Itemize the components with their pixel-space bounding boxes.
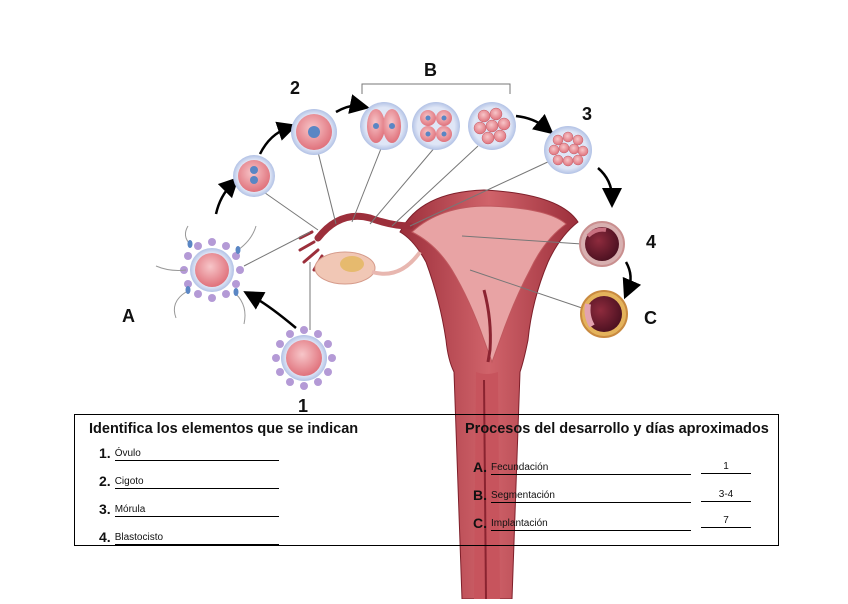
- leader-lines: [243, 145, 583, 330]
- process-row-a: A. Fecundación: [473, 459, 691, 475]
- process-answer[interactable]: Fecundación: [491, 462, 691, 475]
- cell-implantation: [580, 290, 628, 338]
- label-4: 4: [646, 232, 657, 252]
- label-b: B: [424, 60, 437, 80]
- left-title: Identifica los elementos que se indican: [89, 421, 359, 437]
- element-number: 4.: [99, 529, 111, 545]
- element-row-4: 4. Blastocisto: [99, 529, 279, 545]
- cell-eight-blastomeres: [468, 102, 516, 150]
- process-days-b[interactable]: 3-4: [701, 489, 751, 502]
- process-days-c[interactable]: 7: [701, 515, 751, 528]
- process-answer[interactable]: Segmentación: [491, 490, 691, 503]
- ovary: [314, 250, 422, 285]
- cell-two-blastomeres: [360, 102, 408, 150]
- element-row-1: 1. Óvulo: [99, 445, 279, 461]
- process-days-a[interactable]: 1: [701, 461, 751, 474]
- element-answer[interactable]: Cigoto: [114, 476, 279, 489]
- cell-fertilization: [155, 225, 257, 325]
- bracket-b: [361, 83, 511, 94]
- process-row-c: C. Implantación: [473, 515, 691, 531]
- process-row-b: B. Segmentación: [473, 487, 691, 503]
- process-letter: C.: [473, 515, 487, 531]
- label-a: A: [122, 306, 135, 326]
- worksheet-box: Identifica los elementos que se indican …: [74, 414, 779, 546]
- element-answer[interactable]: Óvulo: [114, 448, 279, 461]
- fallopian-tube: [298, 212, 414, 274]
- element-row-3: 3. Mórula: [99, 501, 279, 517]
- element-answer[interactable]: Mórula: [114, 504, 279, 517]
- process-letter: B.: [473, 487, 487, 503]
- element-answer[interactable]: Blastocisto: [114, 532, 279, 545]
- element-row-2: 2. Cigoto: [99, 473, 279, 489]
- right-title: Procesos del desarrollo y días aproximad…: [465, 421, 769, 437]
- process-arrows: [214, 94, 642, 329]
- cell-zygote: [291, 109, 337, 155]
- cell-four-blastomeres: [412, 102, 460, 150]
- process-letter: A.: [473, 459, 487, 475]
- cell-morula: [544, 126, 592, 174]
- cell-zygote-early: [233, 155, 275, 197]
- uterus: [399, 189, 579, 600]
- label-c: C: [644, 308, 657, 328]
- process-answer[interactable]: Implantación: [491, 518, 691, 531]
- element-number: 2.: [99, 473, 111, 489]
- cell-ovum: [272, 326, 336, 390]
- label-1: 1: [298, 396, 309, 416]
- label-2: 2: [290, 78, 301, 98]
- element-number: 1.: [99, 445, 111, 461]
- cell-blastocyst: [579, 221, 625, 267]
- element-number: 3.: [99, 501, 111, 517]
- label-3: 3: [582, 104, 593, 124]
